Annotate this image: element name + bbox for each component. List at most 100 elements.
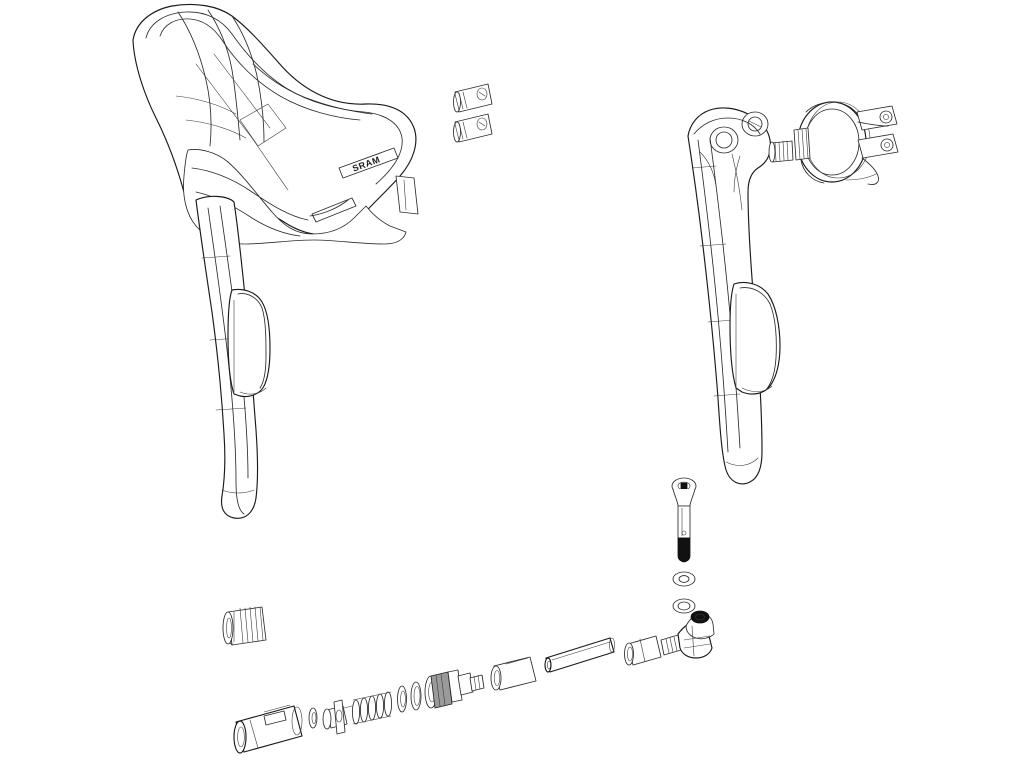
hose-nut-thread-3: [249, 606, 254, 643]
washer-a-inner: [678, 575, 690, 583]
lever-top-facet-2: [699, 151, 717, 187]
clamp-band-depth-bottom: [800, 159, 825, 184]
knurl-line-2: [440, 673, 446, 706]
hose-end-nut-seam: [639, 638, 646, 663]
hose-ferrule-top-edge: [505, 657, 529, 665]
lever-blade-cross-1: [201, 255, 231, 259]
lever-top-facet-3: [733, 155, 741, 193]
clamp-tab-lower-hole: [880, 138, 894, 152]
piston-body-top-edge: [263, 704, 291, 713]
clamp-band-depth-top: [805, 101, 864, 125]
spring-coil-5: [383, 691, 393, 717]
knurl-line-1: [435, 674, 441, 707]
shim-washer-hole: [400, 690, 406, 708]
bushing-pin-1-rib-a: [454, 93, 460, 111]
clamp-pinch-rib-1: [797, 129, 801, 160]
hood-ridge-line-2: [231, 15, 265, 143]
clamp-bolt-thread-2: [778, 141, 781, 162]
handlebar-clamp-band: [793, 101, 899, 185]
clamp-pinch-rib-2: [801, 128, 805, 159]
hood-facet-2: [213, 53, 271, 129]
hood-facet-panel: [239, 103, 287, 147]
hose-cut-end: [544, 657, 552, 673]
lever-body-tip-edge: [725, 457, 759, 466]
banjo-elbow-seam-2: [683, 643, 711, 649]
hood-facet-4: [175, 95, 237, 115]
hose-ferrule-end: [490, 665, 502, 691]
bushing-pin-2-rib-b: [458, 122, 464, 140]
hood-rear-tab-seam: [403, 179, 407, 211]
piston-body-far-end: [291, 706, 303, 736]
lever-body-cross-2: [699, 243, 727, 247]
barbed-fitting-barb: [469, 674, 485, 692]
elbow-stem-rib-3: [673, 636, 678, 652]
clamp-bolt: [768, 140, 794, 163]
piston-body-flat-window: [263, 710, 287, 726]
lever-body-cross-4: [713, 393, 741, 397]
plunger-center-hub: [335, 709, 343, 723]
bushing-pin-2: [453, 113, 493, 143]
pivot-boss-bore: [715, 131, 733, 149]
hose-nut-thread-4: [254, 606, 259, 642]
bushing-pin-1: [453, 83, 493, 113]
hose-nut-thread-1: [239, 607, 244, 644]
piston-body-seam: [249, 719, 259, 749]
barbed-fitting: [424, 669, 485, 709]
barbed-fitting-shoulder: [457, 672, 474, 696]
hood-window-slot: [311, 197, 357, 223]
elbow-stem-rib-1: [665, 638, 670, 654]
piston-body-bore: [237, 726, 245, 748]
plunger-flange: [333, 699, 346, 735]
bushing-pin-2-rib-c: [462, 121, 468, 139]
washer-b-inner: [677, 601, 691, 611]
plunger-back-face: [322, 708, 332, 730]
pivot-bushing-pins: [453, 83, 493, 143]
banjo-elbow-fitting: [677, 610, 715, 659]
banjo-elbow-cap-socket: [695, 613, 705, 621]
spring-coil-2: [359, 697, 369, 723]
o-ring-outer: [410, 681, 422, 711]
hose-nut-thread-2: [244, 607, 249, 643]
clamp-band-bottom-edge: [845, 173, 877, 181]
torx-bolt-cross-hole: [681, 530, 687, 536]
plunger-stem: [343, 705, 353, 709]
lever-body-cross-1: [691, 165, 717, 169]
banjo-elbow-cap: [690, 610, 710, 624]
hose-nut-bore-inner: [226, 617, 232, 639]
clamp-pinch-block: [793, 127, 811, 161]
hose-compression-nut: [222, 606, 267, 646]
lever-blade-cross-3: [215, 407, 247, 411]
hood-nose-curve: [252, 63, 373, 115]
hose-end-nut-face: [624, 642, 634, 666]
hood-panel-seam: [177, 11, 212, 147]
spring-top-envelope: [352, 691, 392, 701]
lower-body-seam-3: [309, 199, 349, 217]
bushing-pin-1-socket-slot: [478, 91, 486, 97]
right-shift-paddle-bottom: [741, 385, 773, 392]
lower-body-seam-1: [191, 167, 309, 221]
lever-top-facet: [693, 117, 761, 135]
clamp-tab-lower-skirt: [861, 157, 879, 185]
banjo-elbow-vertical-seam: [691, 625, 695, 657]
torx-bolt-socket-star: [680, 482, 688, 490]
brake-lever-blade: [195, 195, 259, 519]
barb-ridge-1: [473, 675, 477, 691]
hood-lower-body: [183, 149, 407, 245]
bushing-pin-2-socket: [476, 117, 488, 131]
clamp-pinch-rib-3: [805, 128, 809, 159]
clamp-band-inner-front: [804, 108, 860, 176]
hose-highlight: [551, 641, 611, 661]
backing-washer-hole: [311, 712, 317, 724]
hood-rear-tab: [395, 175, 419, 215]
clamp-tab-lower-bore: [884, 142, 890, 148]
hose-end-nut-bore: [627, 646, 633, 662]
shim-washer: [397, 685, 407, 713]
spring-bottom-envelope: [352, 715, 392, 725]
clamp-tab-upper-bore: [883, 114, 889, 120]
clamp-bolt-thread-3: [782, 140, 785, 161]
lever-neck-line: [731, 153, 743, 211]
left-hood-assembly: SRAM: [132, 3, 419, 519]
spring-coil-1: [351, 699, 361, 725]
lever-blade-seam-1: [207, 207, 245, 515]
